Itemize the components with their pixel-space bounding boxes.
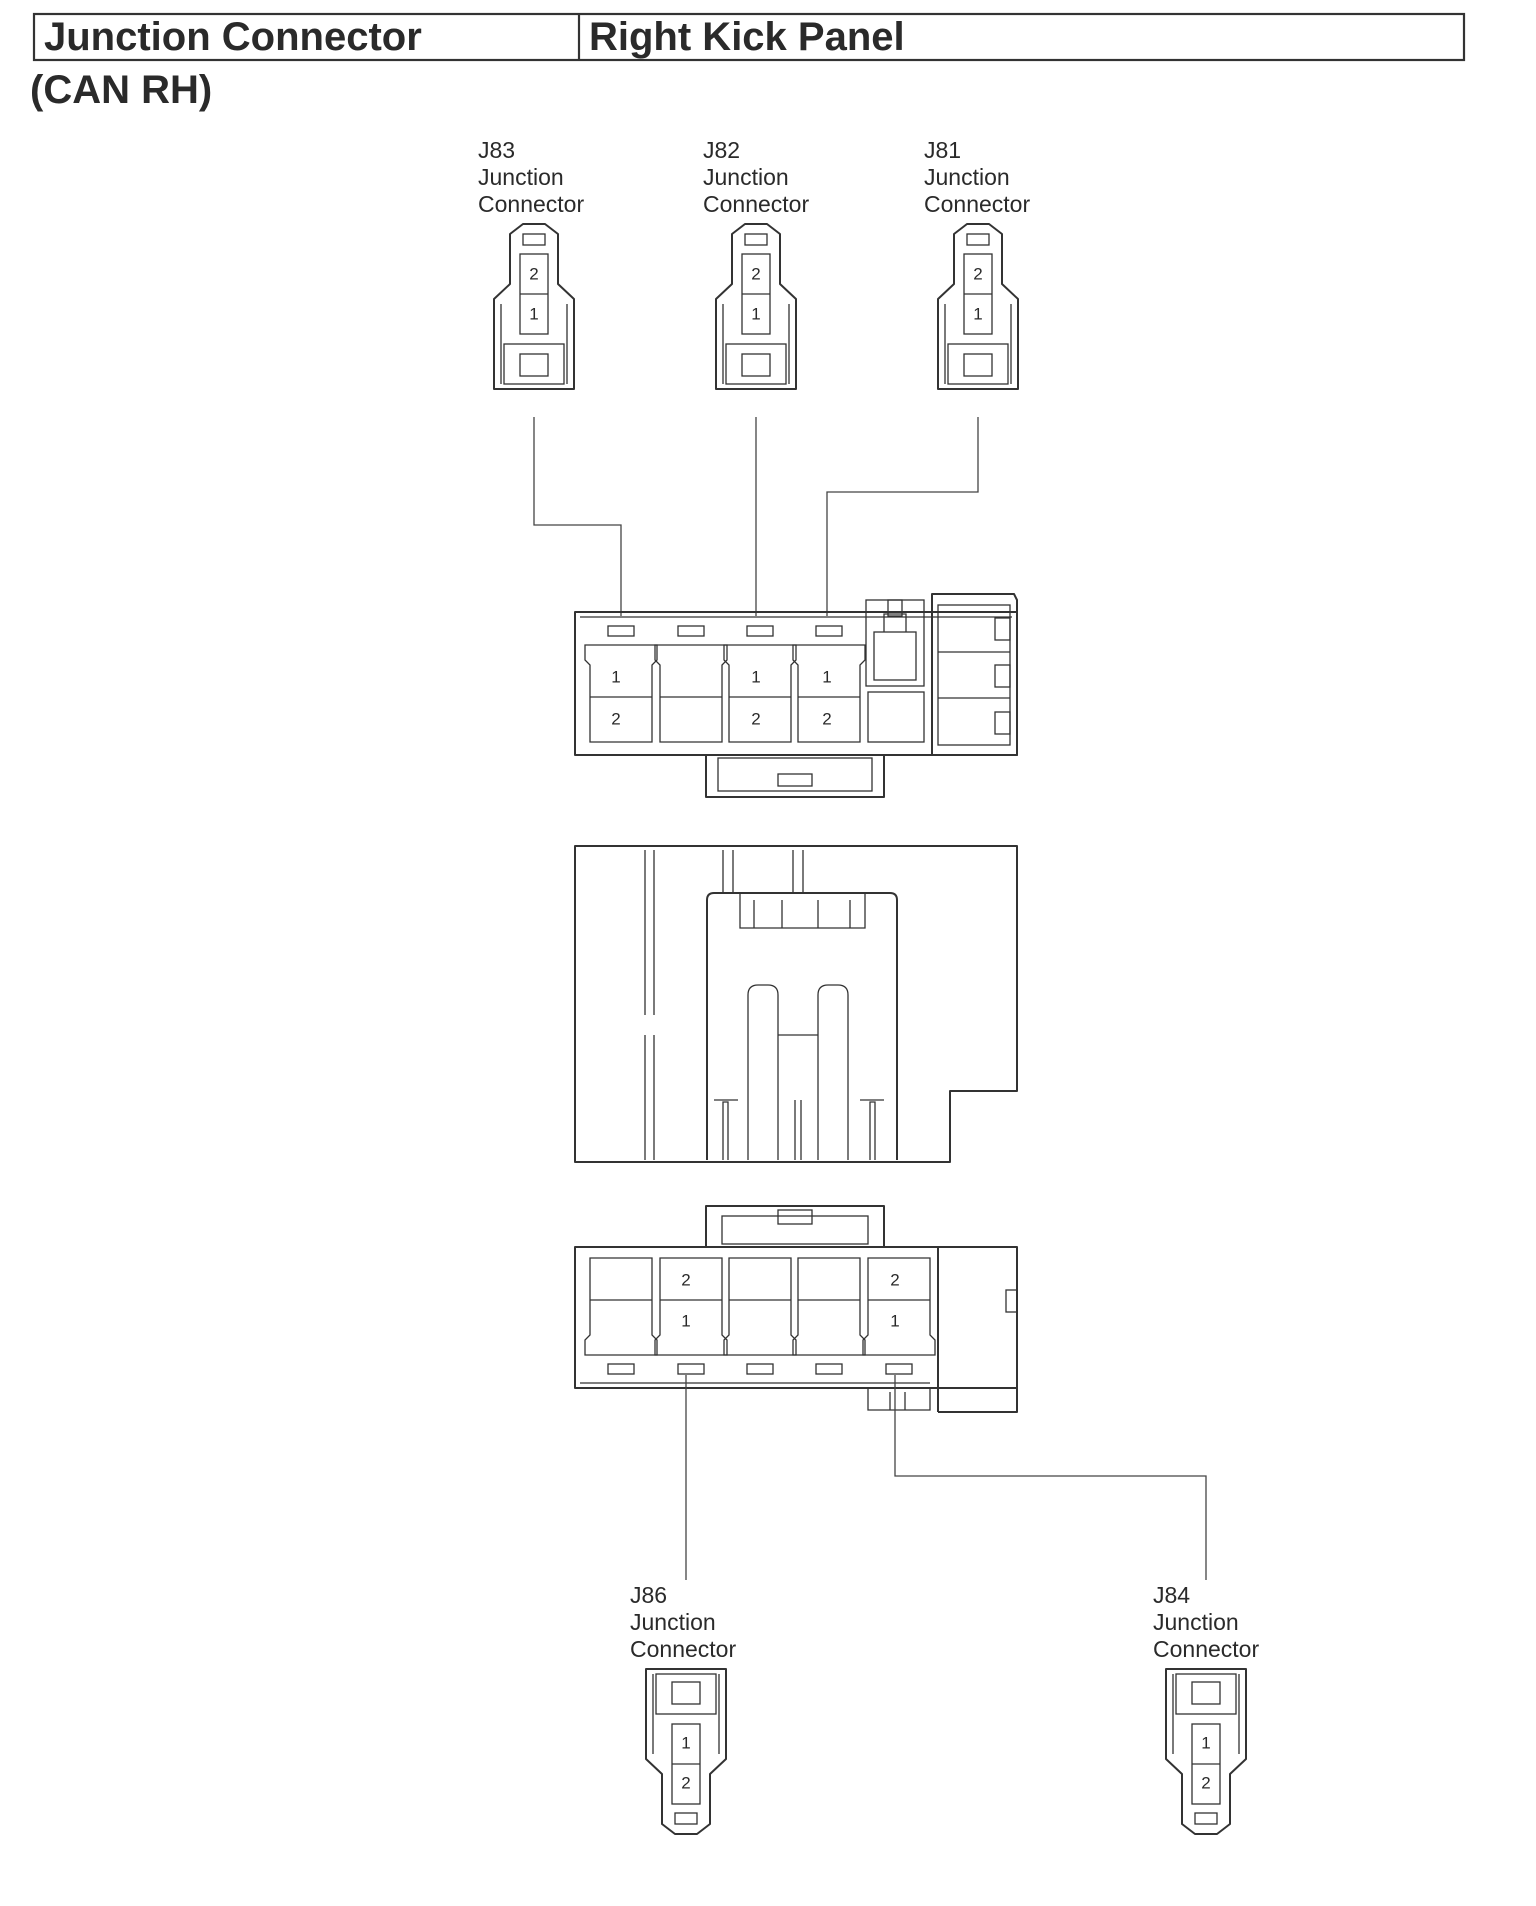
connector-j86-pin-2: 2 bbox=[681, 1773, 690, 1792]
diagram-subtitle: (CAN RH) bbox=[30, 68, 212, 112]
connector-j83: J83 Junction Connector 2 1 bbox=[478, 137, 584, 390]
lower-block-cavity-5-pin-2: 2 bbox=[890, 1270, 899, 1289]
connector-j81-id: J81 bbox=[924, 137, 961, 163]
connector-j81-line1: Junction bbox=[924, 164, 1010, 190]
upper-block-cavity-1-pin-1: 1 bbox=[611, 667, 620, 686]
connector-j82-line2: Connector bbox=[703, 191, 809, 217]
connector-j81-line2: Connector bbox=[924, 191, 1030, 217]
connector-j83-line1: Junction bbox=[478, 164, 564, 190]
upper-wires bbox=[533, 417, 979, 616]
connector-j82-line1: Junction bbox=[703, 164, 789, 190]
lower-wires bbox=[685, 1375, 1207, 1580]
lower-junction-block: 2 1 2 1 bbox=[574, 1205, 1018, 1413]
lower-block-cavity-2-pin-1: 1 bbox=[681, 1311, 690, 1330]
connector-j84-pin-2: 2 bbox=[1201, 1773, 1210, 1792]
upper-junction-block: 1 2 1 2 1 2 bbox=[574, 593, 1018, 798]
upper-block-cavity-4-pin-1: 1 bbox=[822, 667, 831, 686]
connector-j82-id: J82 bbox=[703, 137, 740, 163]
upper-block-cavity-3-pin-2: 2 bbox=[751, 709, 760, 728]
connector-j81-pin-1: 1 bbox=[973, 304, 982, 323]
connector-j83-pin-1: 1 bbox=[529, 304, 538, 323]
connector-j86: J86 Junction Connector 1 2 bbox=[630, 1582, 736, 1835]
connector-j83-id: J83 bbox=[478, 137, 515, 163]
connector-j81: J81 Junction Connector 2 1 bbox=[924, 137, 1030, 390]
connector-j86-line2: Connector bbox=[630, 1636, 736, 1662]
middle-housing bbox=[574, 845, 1018, 1163]
connector-j83-line2: Connector bbox=[478, 191, 584, 217]
connector-j82-pin-1: 1 bbox=[751, 304, 760, 323]
connector-j82: J82 Junction Connector 2 1 bbox=[703, 137, 809, 390]
connector-j86-pin-1: 1 bbox=[681, 1733, 690, 1752]
upper-block-cavity-4-pin-2: 2 bbox=[822, 709, 831, 728]
connector-j83-pin-2: 2 bbox=[529, 264, 538, 283]
connector-j86-id: J86 bbox=[630, 1582, 667, 1608]
lower-block-cavity-2-pin-2: 2 bbox=[681, 1270, 690, 1289]
connector-j84-line1: Junction bbox=[1153, 1609, 1239, 1635]
connector-j84: J84 Junction Connector 1 2 bbox=[1153, 1582, 1259, 1835]
connector-j84-id: J84 bbox=[1153, 1582, 1190, 1608]
connector-j86-line1: Junction bbox=[630, 1609, 716, 1635]
lower-block-cavity-5-pin-1: 1 bbox=[890, 1311, 899, 1330]
connector-j81-pin-2: 2 bbox=[973, 264, 982, 283]
header-table: Junction Connector Right Kick Panel bbox=[32, 12, 1466, 62]
connector-j82-pin-2: 2 bbox=[751, 264, 760, 283]
connector-j84-pin-1: 1 bbox=[1201, 1733, 1210, 1752]
connector-j84-line2: Connector bbox=[1153, 1636, 1259, 1662]
header-cell-location: Right Kick Panel bbox=[589, 15, 905, 59]
upper-block-cavity-3-pin-1: 1 bbox=[751, 667, 760, 686]
upper-block-cavity-1-pin-2: 2 bbox=[611, 709, 620, 728]
header-cell-component: Junction Connector bbox=[44, 15, 422, 59]
